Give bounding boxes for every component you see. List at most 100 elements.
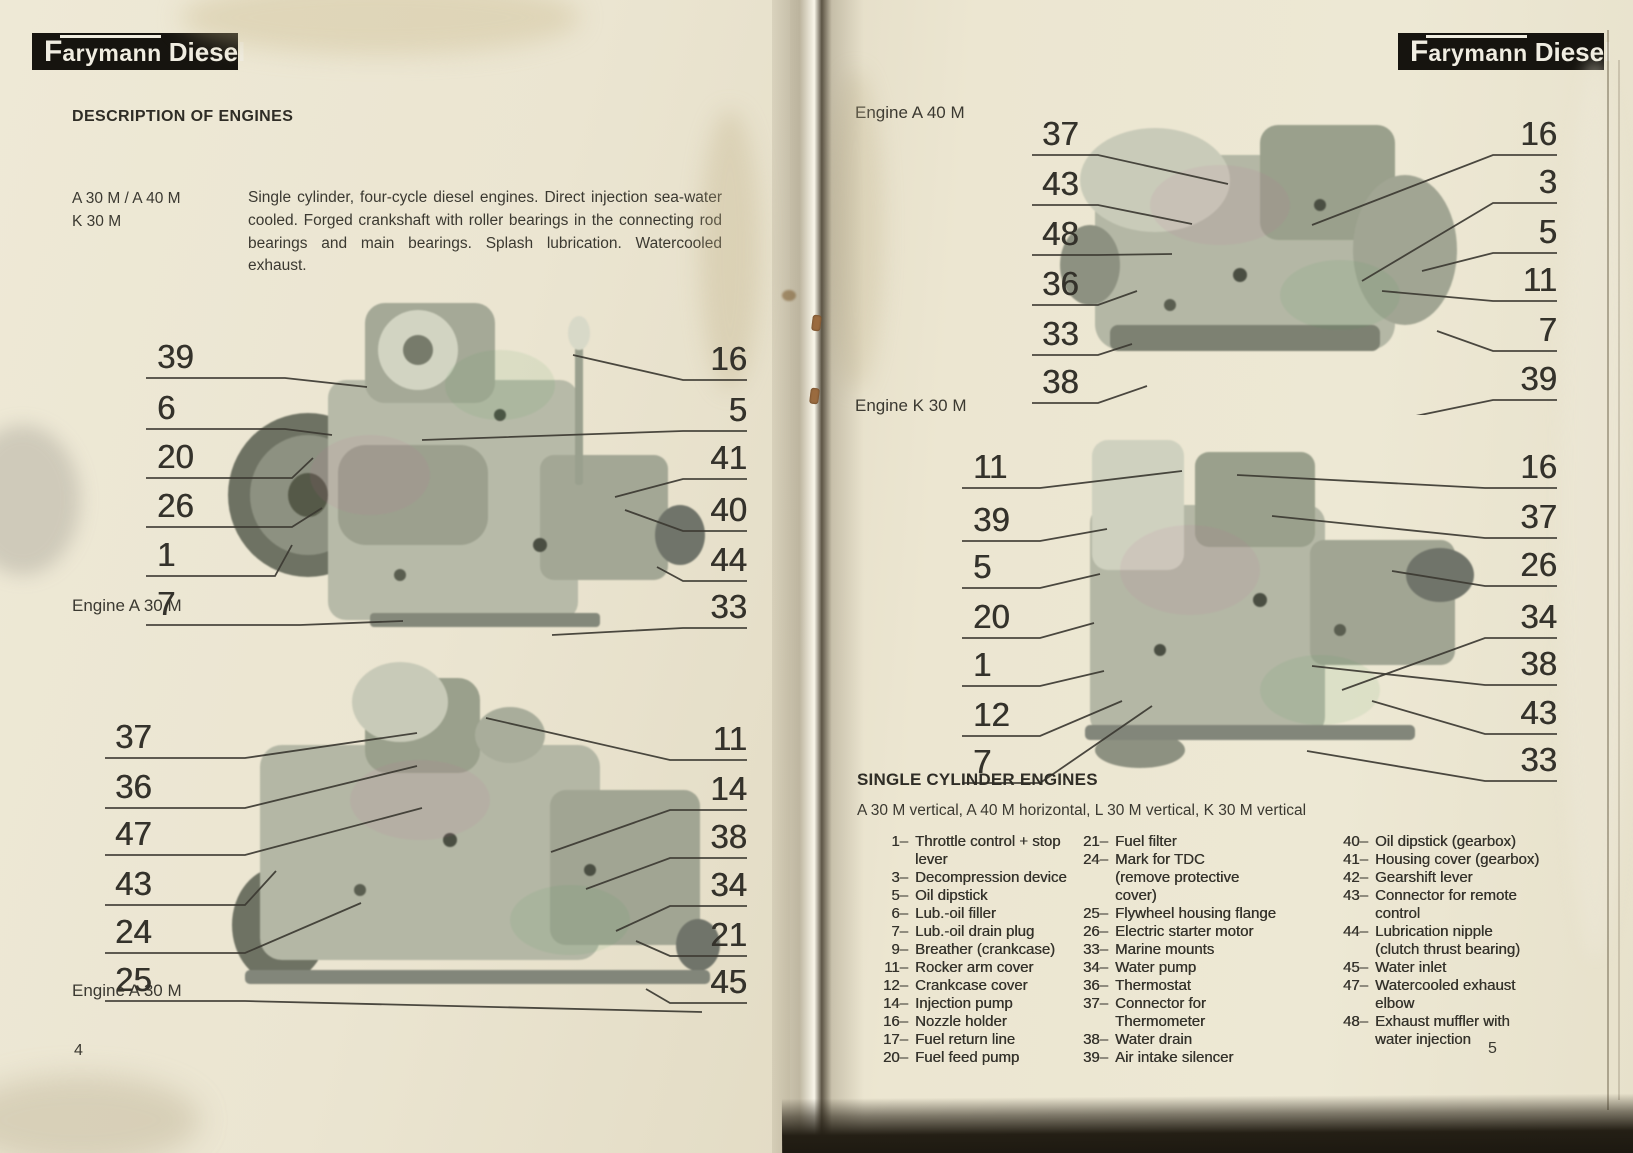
leader-line-43 [1371,700,1557,735]
brand-letter-f: F [44,35,63,68]
leader-line-1 [962,670,1105,687]
parts-list-item: 21Fuel filter [1062,833,1292,851]
callout-number-1: 1 [973,646,992,683]
callout-number-39: 39 [157,338,194,375]
parts-list-item: 11Rocker arm cover [862,959,1094,977]
part-number: 17 [862,1031,908,1049]
callout-number-11: 11 [712,720,747,757]
part-number: 25 [1062,905,1108,923]
part-label: Connector for Thermometer [1115,995,1206,1030]
parts-column-1: 1Throttle control + stop lever3Decompres… [862,833,1094,1067]
callout-number-16: 16 [1520,115,1557,152]
part-label: Marine mounts [1115,941,1215,958]
callout-number-7: 7 [973,743,992,780]
leader-line-21 [635,940,747,957]
leader-line-16 [1311,154,1557,226]
parts-list-item: 5Oil dipstick [862,887,1094,905]
callout-number-47: 47 [115,815,152,852]
part-number: 5 [862,887,908,905]
part-number: 45 [1322,959,1368,977]
part-label: Exhaust muffler with water injection [1375,1013,1510,1048]
part-label: Nozzle holder [915,1013,1007,1030]
leader-line-34 [615,905,747,932]
parts-list-item: 14Injection pump [862,995,1094,1013]
leader-line-12 [962,700,1123,737]
parts-list-item: 12Crankcase cover [862,977,1094,995]
page-edge [1618,60,1620,1100]
parts-list-item: 34Water pump [1062,959,1292,977]
leader-line-33 [1306,750,1557,782]
parts-list-item: 26Electric starter motor [1062,923,1292,941]
part-number: 6 [862,905,908,923]
parts-column-2: 21Fuel filter24Mark for TDC (remove prot… [1062,833,1292,1067]
leader-line-47 [105,807,423,856]
brand-letter-f: F [1410,35,1429,68]
part-label: Mark for TDC (remove protective cover) [1115,851,1240,904]
callout-number-5: 5 [973,548,992,585]
parts-list-item: 43Connector for remote control [1322,887,1557,923]
parts-list-item: 47Watercooled exhaust elbow [1322,977,1557,1013]
leader-line-38 [1311,665,1557,686]
leader-line-40 [624,509,747,532]
parts-list-item: 25 Flywheel housing flange [1062,905,1292,923]
leader-line-43 [105,870,277,906]
leader-line-1 [146,544,293,577]
staple [811,314,822,332]
part-label: Gearshift lever [1375,869,1473,886]
part-number: 37 [1062,995,1108,1031]
leader-line-26 [1391,570,1557,587]
leader-line-37 [105,732,418,759]
engine-models-label: A 30 M / A 40 M K 30 M [72,187,181,234]
leader-line-7 [146,620,404,626]
callout-number-16: 16 [1520,448,1557,485]
part-label: Crankcase cover [915,977,1028,994]
intro-paragraph: Single cylinder, four-cycle diesel engin… [248,189,722,275]
part-label: Watercooled exhaust elbow [1375,977,1516,1012]
callout-number-25: 25 [115,961,152,998]
callout-number-11: 11 [973,448,1008,485]
leader-lines [105,717,747,1013]
callout-number-3: 3 [1538,163,1557,200]
part-number: 34 [1062,959,1108,977]
callout-number-36: 36 [1042,265,1079,302]
leader-line-16 [1236,474,1557,489]
leader-line-20 [962,622,1095,639]
part-label: Water drain [1115,1031,1192,1048]
leader-line-37 [1032,154,1229,185]
part-number: 9 [862,941,908,959]
leader-line-39 [146,377,368,388]
part-number: 44 [1322,923,1368,959]
parts-list-item: 48Exhaust muffler with water injection [1322,1013,1557,1049]
callout-number-34: 34 [710,866,747,903]
part-label: Rocker arm cover [915,959,1034,976]
callout-number-40: 40 [710,491,747,528]
leader-line-25 [105,1000,703,1013]
callout-number-26: 26 [157,487,194,524]
parts-list-item: 3Decompression device [862,869,1094,887]
part-label: Thermostat [1115,977,1191,994]
brand-word-rest: arymann [1426,35,1528,66]
part-label: Flywheel housing flange [1115,905,1276,922]
part-label: Fuel return line [915,1031,1016,1048]
part-number: 43 [1322,887,1368,923]
callout-number-48: 48 [1042,215,1079,252]
part-number: 42 [1322,869,1368,887]
part-label: Connector for remote control [1375,887,1517,922]
engine-photo-a30m-rear [232,662,720,984]
leader-line-36 [105,765,418,809]
leader-line-26 [146,507,323,528]
leader-lines [1032,154,1557,415]
leader-line-41 [614,478,747,498]
part-label: Housing cover (gearbox) [1375,851,1540,868]
section-heading: SINGLE CYLINDER ENGINES [857,770,1098,789]
parts-list-item: 6Lub.-oil filler [862,905,1094,923]
part-number: 26 [1062,923,1108,941]
callout-number-38: 38 [1520,645,1557,682]
leader-lines [146,354,747,636]
leader-line-5 [962,573,1101,589]
parts-list-item: 42 Gearshift lever [1322,869,1557,887]
leader-line-33 [1032,343,1133,356]
page-number-left: 4 [74,1042,83,1059]
